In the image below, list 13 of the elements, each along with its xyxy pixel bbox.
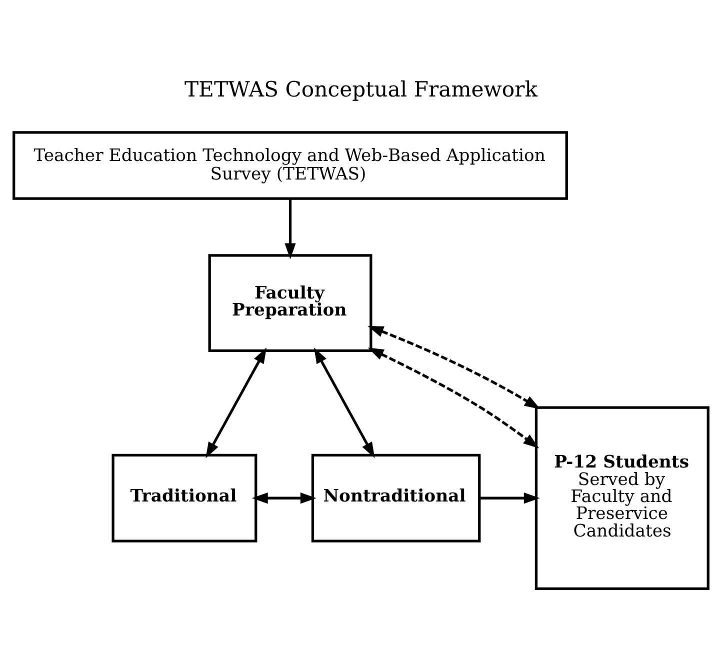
arrow [314, 346, 375, 458]
node-box: P-12 Students Served by Faculty and Preservice Candidates [534, 406, 710, 590]
node-box: Nontraditional [311, 453, 481, 542]
node-box: Teacher Education Technology and Web-Based Application Survey (TETWAS) [12, 130, 568, 200]
node-box: Faculty Preparation [208, 254, 372, 352]
arrow [368, 325, 540, 409]
arrow [252, 492, 316, 504]
arrow [480, 492, 540, 504]
arrow [284, 198, 296, 259]
arrow [368, 347, 540, 448]
node-box: Traditional [112, 453, 258, 542]
diagram-title: TETWAS Conceptual Framework [184, 76, 538, 102]
arrow [206, 346, 267, 458]
